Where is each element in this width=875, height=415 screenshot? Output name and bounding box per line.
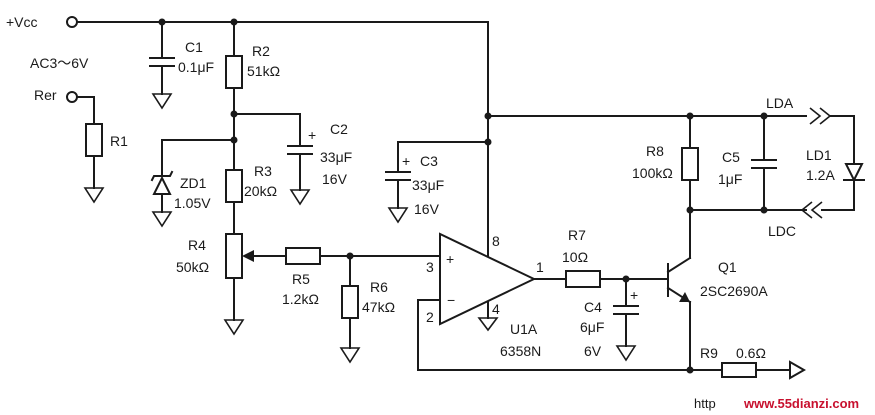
divider-chain: R2 51kΩ R3 20kΩ R4 50kΩ [176,21,280,336]
u1a-pin4: 4 [492,301,500,317]
r5-value: 1.2kΩ [282,291,319,307]
feedback-path: R9 0.6Ω [417,345,807,380]
u1a-opamp: + − 3 2 8 4 1 U1A 6358N [417,232,544,371]
c4-value: 6μF [580,319,604,335]
zd1-ground-symbol [151,211,173,228]
vcc-terminal: +Vcc AC3～6V [6,14,89,71]
c5-ref: C5 [722,149,740,165]
ac-label: AC3～6V [30,55,89,71]
u1a-value: 6358N [500,343,541,359]
ld1-diode [844,163,864,183]
r6-ground-symbol [339,347,361,364]
u1a-pin8: 8 [492,233,500,249]
c4-capacitor: + C4 6μF 6V [580,278,639,362]
r8-resistor [681,147,699,181]
r6-branch: R6 47kΩ [339,255,395,364]
ldc-label: LDC [768,223,796,239]
r4-ground-symbol [223,319,245,336]
u1a-ref: U1A [510,321,538,337]
r6-value: 47kΩ [362,299,395,315]
c1-ref: C1 [185,39,203,55]
u1a-plus: + [446,251,454,267]
c3-ground-symbol [387,207,409,224]
ld1-connector: LDA LDC LD1 1.2A [766,95,865,239]
r3-value: 20kΩ [244,183,277,199]
watermark-site: www.55dianzi.com [743,396,859,411]
rer-label: Rer [34,87,57,103]
c2-ref: C2 [330,121,348,137]
zd1-zener-diode: ZD1 1.05V [150,139,235,228]
c2-value: 33μF [320,149,352,165]
c4-voltage: 6V [584,343,602,359]
q1-ref: Q1 [718,259,737,275]
c2-capacitor: + C2 33μF 16V [233,113,352,206]
r8-value: 100kΩ [632,165,673,181]
c2-plus: + [308,127,316,143]
zd1-ref: ZD1 [180,175,207,191]
u1a-pin1: 1 [536,259,544,275]
c3-plus: + [402,153,410,169]
r8-ref: R8 [646,143,664,159]
c3-value: 33μF [412,177,444,193]
r2-ref: R2 [252,43,270,59]
c1-value: 0.1μF [178,59,214,75]
r6-resistor [341,285,359,319]
r3-ref: R3 [254,163,272,179]
r9-resistor [721,362,757,378]
r9-value: 0.6Ω [736,345,766,361]
r7-value: 10Ω [562,249,588,265]
c3-voltage: 16V [414,201,440,217]
r3-resistor [225,169,243,203]
output-arrow-icon [789,360,807,380]
r4-potentiometer [225,233,243,279]
ld1-ref: LD1 [806,147,832,163]
lda-label: LDA [766,95,794,111]
c4-plus: + [630,287,638,303]
r6-ref: R6 [370,279,388,295]
c3-ref: C3 [420,153,438,169]
c3-capacitor: + C3 33μF 16V [385,138,492,224]
r7-resistor [565,270,601,288]
c1-ground-symbol [151,93,173,110]
c2-ground-symbol [289,189,311,206]
zd1-value: 1.05V [174,195,211,211]
r1-resistor [85,123,103,157]
r7-branch: R7 10Ω [533,227,669,288]
r7-ref: R7 [568,227,586,243]
r4-value: 50kΩ [176,259,209,275]
c5-value: 1μF [718,171,742,187]
q1-value: 2SC2690A [700,283,768,299]
watermark-prefix: http [694,396,716,411]
r1-ground-symbol [83,187,105,204]
c4-ref: C4 [584,299,602,315]
r2-resistor [225,55,243,89]
r2-value: 51kΩ [247,63,280,79]
r5-ref: R5 [292,271,310,287]
r5-resistor [285,247,321,265]
vcc-label: +Vcc [6,14,38,30]
rer-branch: Rer R1 [34,87,128,204]
wiper-path: R5 1.2kΩ [242,247,441,307]
u1a-ground-symbol [477,317,499,332]
watermark: http www.55dianzi.com [694,396,859,411]
r4-ref: R4 [188,237,206,253]
u1a-pin3: 3 [426,259,434,275]
r1-ref: R1 [110,133,128,149]
q1-transistor: Q1 2SC2690A [666,209,768,371]
u1a-pin2: 2 [426,309,434,325]
c2-voltage: 16V [322,171,348,187]
r9-ref: R9 [700,345,718,361]
c4-ground-symbol [615,345,637,362]
load-network: R8 100kΩ C5 1μF [484,112,807,214]
c1-capacitor: C1 0.1μF [149,21,214,110]
ld1-value: 1.2A [806,167,835,183]
u1a-minus: − [447,292,455,308]
